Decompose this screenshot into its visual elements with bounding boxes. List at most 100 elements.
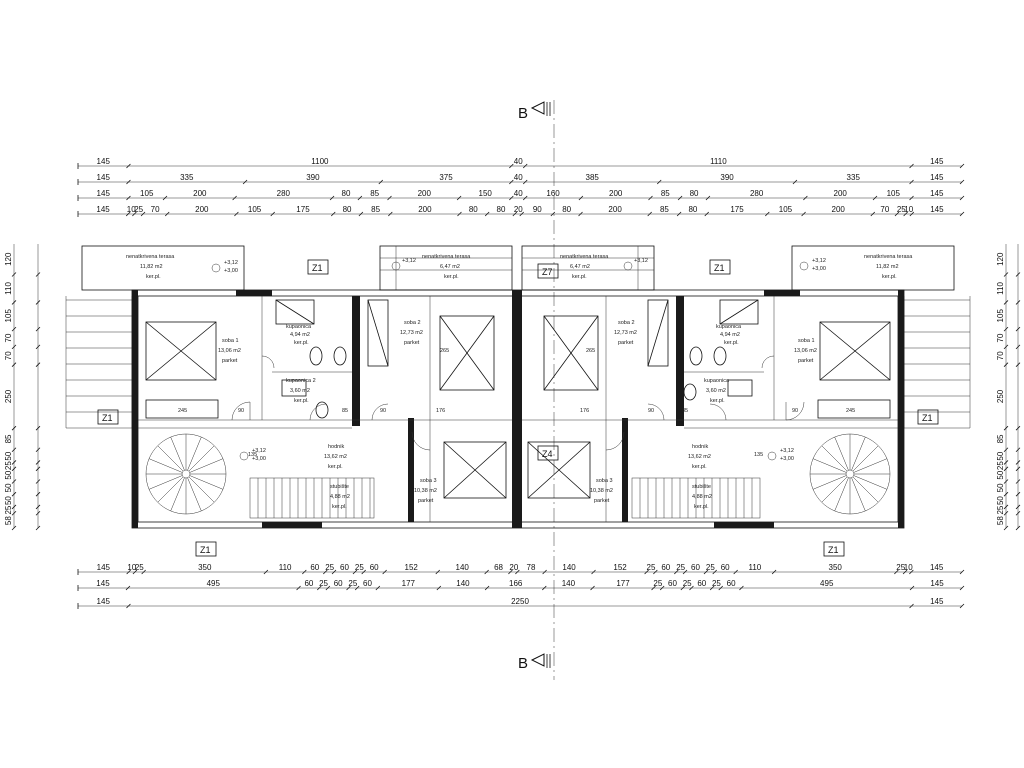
dimension-value: 60 [727, 579, 736, 588]
dimension-value: 110 [4, 282, 13, 295]
dimension-value: 20 [509, 563, 518, 572]
svg-text:ker.pl.: ker.pl. [146, 274, 161, 280]
svg-text:+3,12: +3,12 [634, 258, 648, 264]
dimension-value: 145 [930, 189, 944, 198]
dimension-value: 25 [712, 579, 721, 588]
svg-text:kupaonica: kupaonica [286, 324, 312, 330]
room-label-stubiste-right: stubište 4,88 m2 ker.pl. [692, 484, 712, 510]
dimension-value: 2250 [511, 597, 529, 606]
dim-label: 135 [248, 452, 257, 458]
dimension-value: 25 [653, 579, 662, 588]
svg-text:10,38 m2: 10,38 m2 [414, 488, 437, 494]
svg-text:ker.pl.: ker.pl. [572, 274, 587, 280]
dimension-value: 25 [319, 579, 328, 588]
svg-text:stubište: stubište [330, 484, 349, 490]
svg-text:3,60 m2: 3,60 m2 [706, 388, 726, 394]
dimension-value: 25 [676, 563, 685, 572]
dimension-value: 25 [996, 461, 1005, 470]
dimension-value: 145 [930, 579, 944, 588]
dimension-value: 50 [996, 483, 1005, 492]
room-label-stubiste-left: stubište 4,88 m2 ker.pl. [330, 484, 350, 510]
dimension-value: 80 [562, 205, 571, 214]
room-label-balcony-left: nenatkrivena terasa 6,47 m2 ker.pl. [422, 254, 471, 280]
dimension-value: 60 [668, 579, 677, 588]
svg-text:ker.pl.: ker.pl. [332, 504, 347, 510]
dimension-value: 200 [609, 189, 623, 198]
svg-text:parket: parket [798, 358, 814, 364]
dimension-value: 145 [97, 173, 111, 182]
svg-text:ker.pl.: ker.pl. [882, 274, 897, 280]
level-mark: +3,12+3,00 [799, 258, 826, 272]
svg-text:+3,12: +3,12 [780, 448, 794, 454]
dimension-value: 85 [661, 189, 670, 198]
dim-label: 90 [238, 408, 244, 414]
section-arrow-bottom [530, 653, 545, 667]
svg-text:+3,00: +3,00 [780, 456, 794, 462]
dimension-value: 60 [340, 563, 349, 572]
dimension-value: 145 [97, 189, 111, 198]
dim-label: 85 [342, 408, 348, 414]
dimension-value: 10 [127, 563, 136, 572]
svg-text:ker.pl.: ker.pl. [710, 398, 725, 404]
dimension-value: 110 [279, 563, 292, 572]
svg-text:13,62 m2: 13,62 m2 [688, 454, 711, 460]
dimension-value: 140 [562, 563, 576, 572]
dimension-value: 25 [348, 579, 357, 588]
level-mark: +3,12 [391, 258, 416, 271]
tag-z1: Z1 [97, 409, 119, 425]
dimension-value: 90 [533, 205, 542, 214]
svg-text:soba 1: soba 1 [798, 338, 815, 344]
dimension-value: 110 [996, 282, 1005, 295]
dimension-value: 280 [750, 189, 764, 198]
dimension-value: 105 [4, 309, 13, 323]
dimension-value: 250 [996, 389, 1005, 403]
dimension-value: 25 [134, 205, 143, 214]
dimension-value: 175 [296, 205, 310, 214]
svg-text:kupaonica: kupaonica [704, 378, 730, 384]
dimension-value: 60 [721, 563, 730, 572]
level-mark: +3,12+3,00 [211, 260, 238, 274]
dimension-value: 80 [343, 205, 352, 214]
dimension-value: 200 [834, 189, 848, 198]
dimension-value: 145 [930, 563, 944, 572]
room-label-hodnik-right: hodnik 13,62 m2 ker.pl. [688, 444, 711, 470]
dimension-value: 200 [832, 205, 846, 214]
svg-text:ker.pl.: ker.pl. [328, 464, 343, 470]
dimension-value: 200 [608, 205, 622, 214]
dimension-value: 145 [930, 597, 944, 606]
dimension-value: 105 [248, 205, 262, 214]
level-mark: +3,12+3,00 [239, 448, 266, 462]
dim-label: 90 [380, 408, 386, 414]
svg-text:soba 2: soba 2 [618, 320, 635, 326]
svg-text:Z1: Z1 [200, 545, 211, 555]
svg-text:Z7: Z7 [542, 267, 553, 277]
svg-text:parket: parket [594, 498, 610, 504]
spiral-stairs [145, 433, 891, 515]
svg-text:soba 3: soba 3 [596, 478, 613, 484]
dimension-value: 140 [562, 579, 576, 588]
dim-label: 265 [586, 348, 595, 354]
dimension-value: 105 [779, 205, 793, 214]
dimension-value: 350 [829, 563, 843, 572]
dimension-value: 140 [456, 579, 470, 588]
dimension-value: 120 [996, 252, 1005, 266]
dimension-value: 145 [97, 157, 111, 166]
dimension-value: 40 [514, 189, 523, 198]
dimension-value: 50 [996, 496, 1005, 505]
dimension-value: 40 [514, 157, 523, 166]
svg-text:nenatkrivena terasa: nenatkrivena terasa [864, 254, 913, 260]
dimension-value: 145 [96, 205, 110, 214]
svg-text:4,94 m2: 4,94 m2 [720, 332, 740, 338]
room-label-terrace-left: nenatkrivena terasa 11,82 m2 ker.pl. [126, 254, 175, 280]
svg-text:parket: parket [404, 340, 420, 346]
svg-text:3,60 m2: 3,60 m2 [290, 388, 310, 394]
dimension-value: 105 [140, 189, 154, 198]
svg-text:nenatkrivena terasa: nenatkrivena terasa [560, 254, 609, 260]
svg-text:stubište: stubište [692, 484, 711, 490]
dimension-value: 145 [930, 205, 944, 214]
svg-text:nenatkrivena terasa: nenatkrivena terasa [126, 254, 175, 260]
svg-text:13,62 m2: 13,62 m2 [324, 454, 347, 460]
svg-text:12,73 m2: 12,73 m2 [400, 330, 423, 336]
